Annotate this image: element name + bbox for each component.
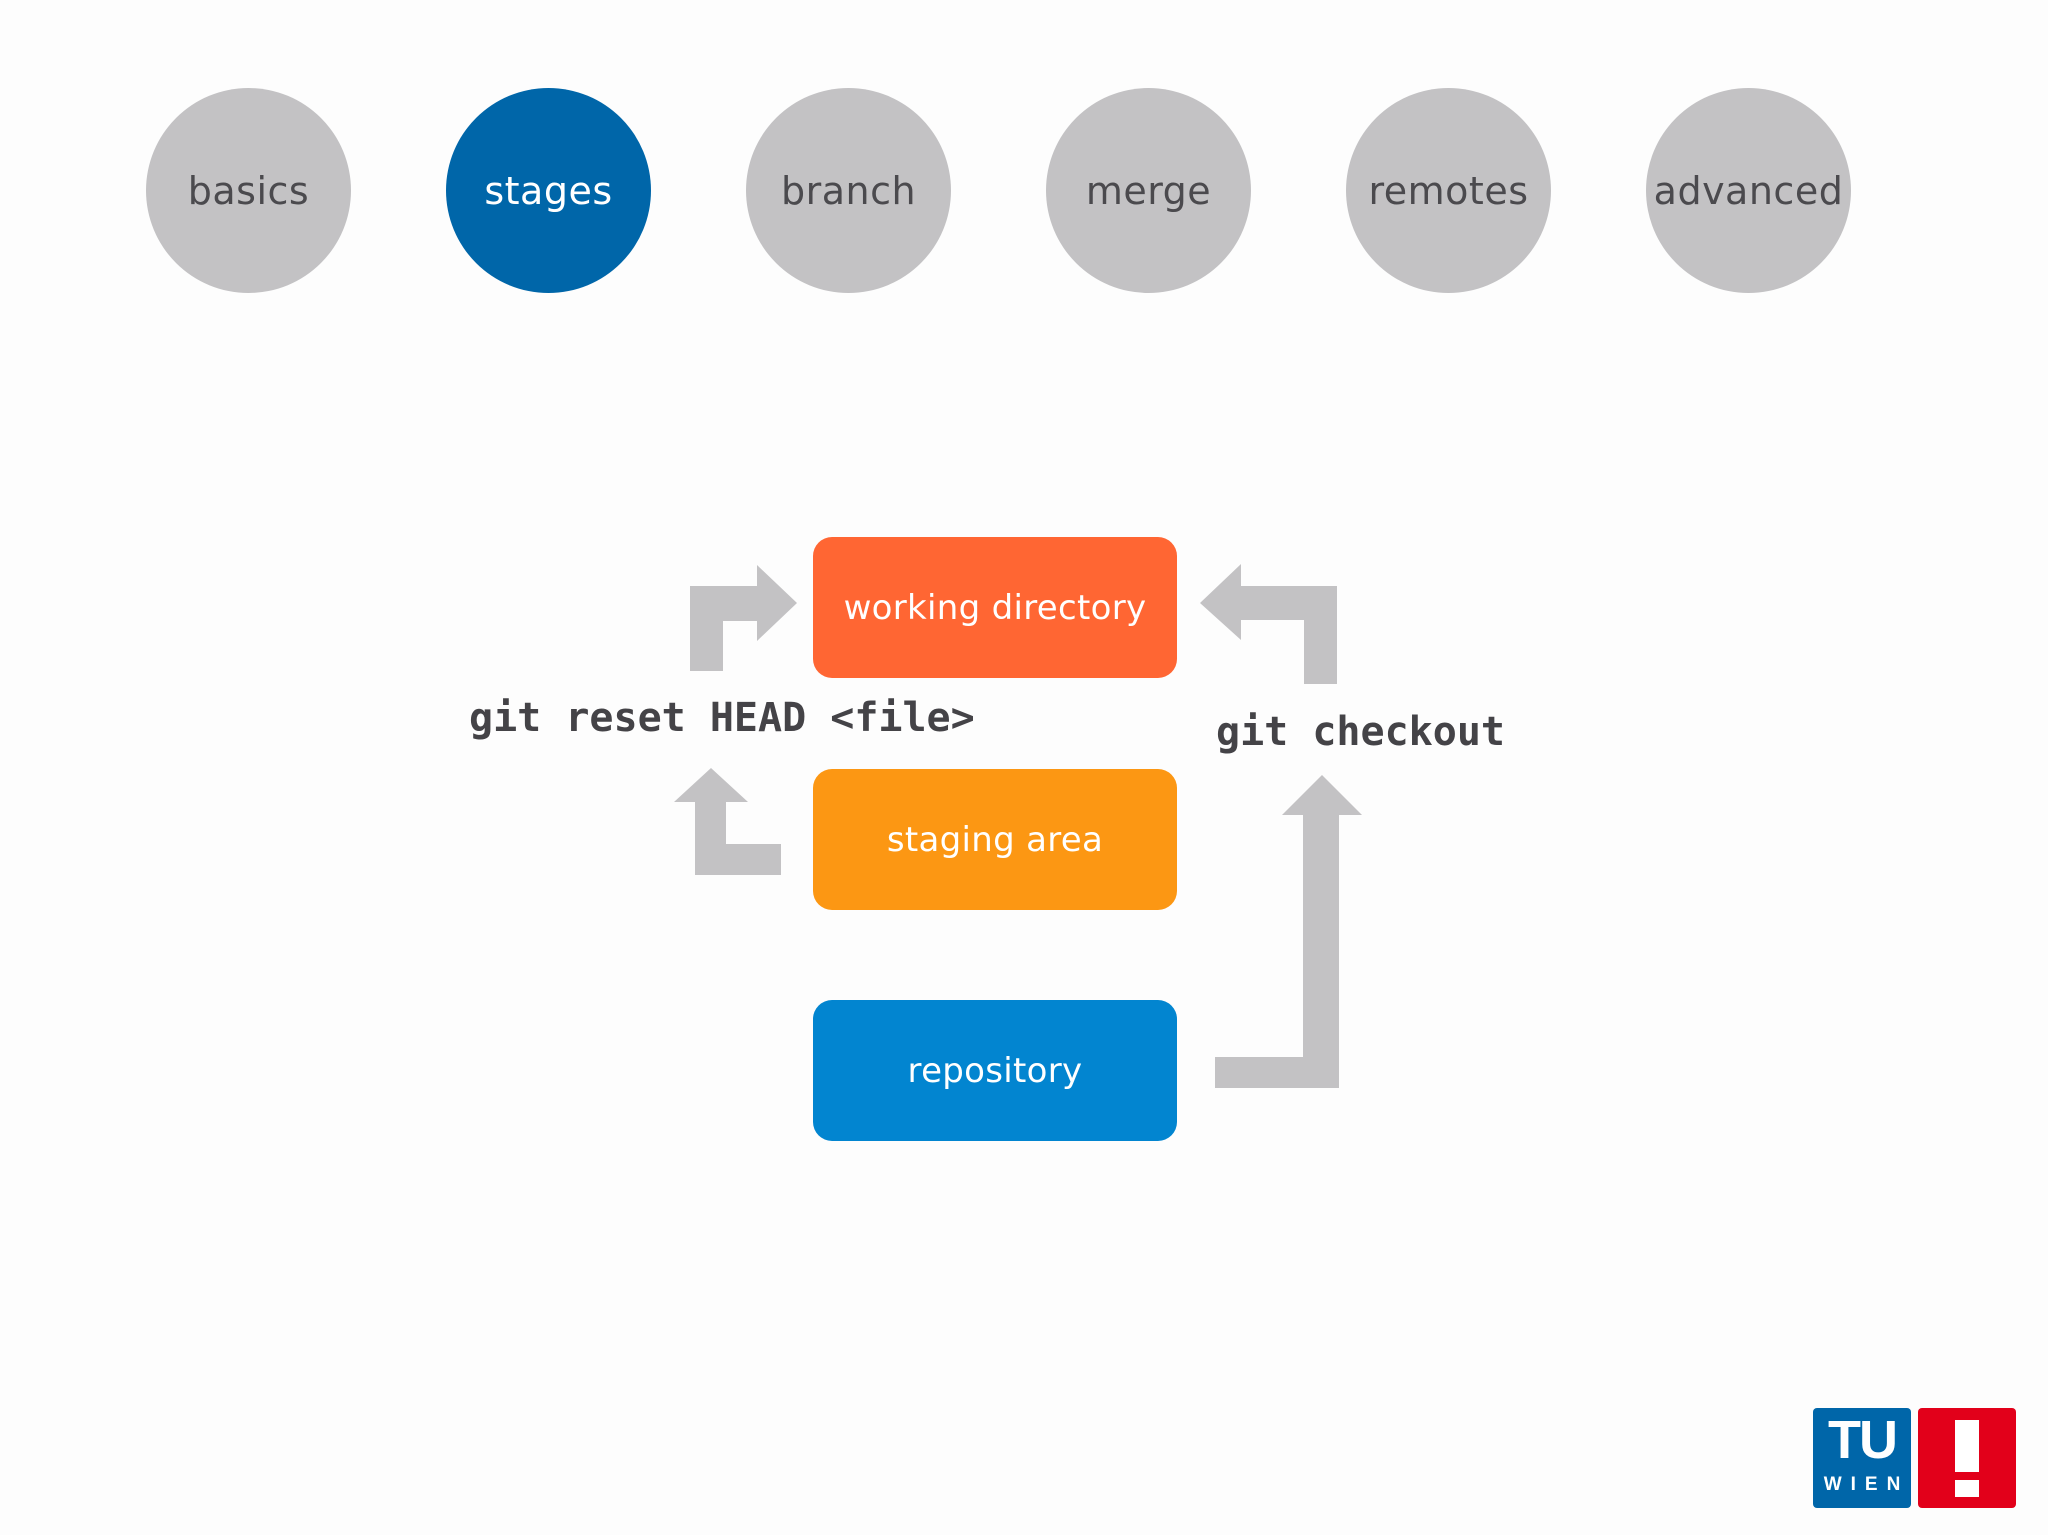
tu-wien-logo-tu: TU: [1828, 1410, 1898, 1470]
nav-item-label: branch: [780, 168, 917, 213]
nav-item-label: stages: [484, 168, 613, 213]
git-reset-command: git reset HEAD <file>: [469, 695, 975, 741]
tu-wien-logo-wien: WIEN: [1823, 1474, 1910, 1495]
repository-label: repository: [907, 1050, 1083, 1091]
reset-upper-arrow: [690, 565, 797, 671]
checkout-lower-arrow: [1215, 775, 1362, 1088]
nav-item-label: basics: [187, 168, 310, 213]
nav-item-label: advanced: [1653, 168, 1844, 213]
nav-item-label: remotes: [1368, 168, 1529, 213]
nav-item-remotes[interactable]: remotes: [1346, 88, 1551, 293]
working-directory-label: working directory: [843, 587, 1147, 628]
nav-item-label: merge: [1085, 168, 1212, 213]
checkout-upper-arrow: [1200, 564, 1337, 684]
staging-area-label: staging area: [886, 819, 1104, 860]
nav-item-advanced[interactable]: advanced: [1646, 88, 1851, 293]
working-directory-box: working directory: [813, 537, 1177, 678]
nav-item-stages[interactable]: stages: [446, 88, 651, 293]
exclamation-icon: [1918, 1408, 2016, 1508]
nav-item-basics[interactable]: basics: [146, 88, 351, 293]
repository-box: repository: [813, 1000, 1177, 1141]
nav-item-merge[interactable]: merge: [1046, 88, 1251, 293]
reset-lower-arrow: [674, 768, 781, 875]
tu-wien-logo: TU WIEN: [1813, 1408, 2016, 1508]
nav-item-branch[interactable]: branch: [746, 88, 951, 293]
tu-wien-logo-mark: TU WIEN: [1813, 1408, 1911, 1508]
git-checkout-command: git checkout: [1216, 709, 1505, 755]
staging-area-box: staging area: [813, 769, 1177, 910]
